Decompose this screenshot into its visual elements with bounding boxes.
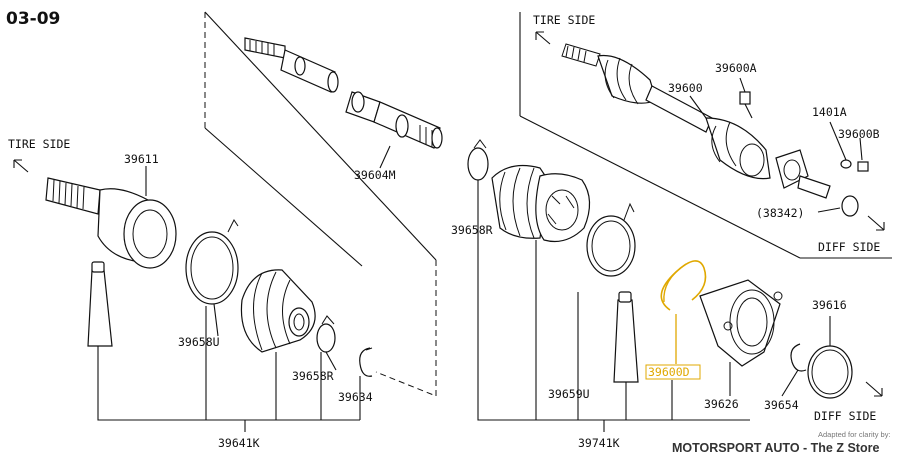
part-39634 [359, 347, 373, 377]
arrow-diff-side-top-icon [867, 215, 885, 231]
label-39641K: 39641K [218, 436, 260, 450]
label-39600B: 39600B [838, 127, 880, 141]
part-39658R-upper [467, 139, 489, 181]
grease-tube-right [613, 291, 639, 383]
part-39658R-lower [316, 315, 336, 353]
label-39741K: 39741K [578, 436, 620, 450]
grease-tube-left [87, 261, 113, 347]
label-38342: (38342) [756, 206, 804, 220]
label-tire-side-left: TIRE SIDE [8, 137, 70, 151]
label-diff-side-top: DIFF SIDE [818, 240, 880, 254]
arrow-tire-side-top-icon [535, 31, 551, 45]
label-1401A: 1401A [812, 105, 847, 119]
label-tire-side-top: TIRE SIDE [533, 13, 595, 27]
part-39604M [345, 91, 443, 149]
inner-shaft-dashed-frame [204, 11, 437, 397]
part-39658U-ring [185, 219, 239, 305]
label-39658R-top: 39658R [451, 223, 493, 237]
label-39658R-bottom: 39658R [292, 369, 334, 383]
label-39659U: 39659U [548, 387, 590, 401]
label-39611: 39611 [124, 152, 159, 166]
highlight-box-39600D [645, 364, 701, 380]
part-39626 [699, 279, 783, 367]
ring-right [586, 202, 636, 277]
bracket-39641K [97, 306, 361, 432]
label-39600A: 39600A [715, 61, 757, 75]
top-right-frame [519, 12, 892, 259]
arrow-diff-side-bottom-icon [865, 381, 883, 397]
diagram-code: 03-09 [6, 9, 60, 29]
arrow-tire-side-left-icon [13, 159, 29, 173]
label-39600D: 39600D [648, 365, 690, 379]
label-39634: 39634 [338, 390, 373, 404]
part-39741K-boot-left [240, 269, 316, 353]
bracket-39741K [477, 180, 750, 432]
credit-text: Adapted for clarity by: [818, 430, 891, 439]
part-39600-assembly [561, 43, 869, 217]
leader-lines [145, 77, 863, 397]
part-39616 [807, 345, 853, 399]
part-39600D-ring [660, 260, 707, 311]
label-39654: 39654 [764, 398, 799, 412]
splined-shaft-part [244, 37, 339, 93]
label-39626: 39626 [704, 397, 739, 411]
label-diff-side-bottom: DIFF SIDE [814, 409, 876, 423]
label-39658U: 39658U [178, 335, 220, 349]
part-39659U-housing [535, 173, 591, 243]
part-39611 [45, 177, 177, 269]
part-39654 [790, 343, 807, 372]
label-39604M: 39604M [354, 168, 396, 182]
label-39600: 39600 [668, 81, 703, 95]
brand-watermark: MOTORSPORT AUTO - The Z Store [672, 441, 879, 455]
label-39616: 39616 [812, 298, 847, 312]
